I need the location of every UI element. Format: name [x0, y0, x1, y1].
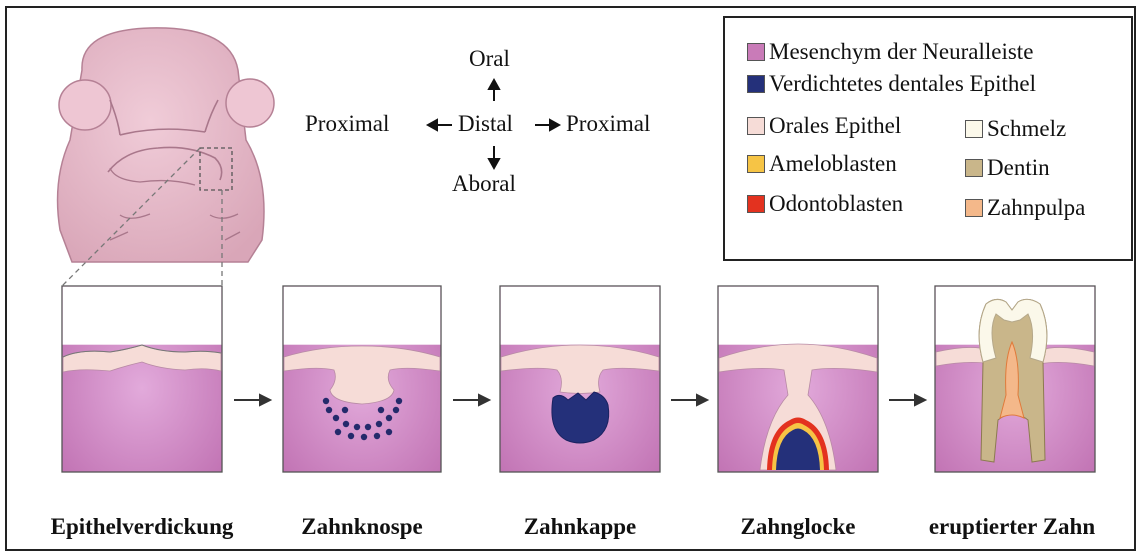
legend-item-oral-epithelium: Orales Epithel — [747, 110, 901, 142]
stage-panel-1 — [62, 286, 222, 472]
stage-panel-4 — [718, 286, 878, 472]
stage-label-5: eruptierter Zahn — [929, 514, 1095, 540]
legend-label-enamel: Schmelz — [987, 116, 1066, 142]
legend-swatch-oral-epithelium — [747, 117, 765, 135]
legend-item-mesenchyme: Mesenchym der Neuralleiste — [747, 36, 1033, 68]
orientation-aboral-label: Aboral — [452, 171, 516, 197]
legend-swatch-mesenchyme — [747, 43, 765, 61]
legend-swatch-enamel — [965, 120, 983, 138]
legend-label-oral-epithelium: Orales Epithel — [769, 113, 901, 139]
legend-label-mesenchyme: Mesenchym der Neuralleiste — [769, 39, 1033, 65]
legend-item-odontoblasts: Odontoblasten — [747, 188, 903, 220]
legend-box: Mesenchym der Neuralleiste Verdichtetes … — [723, 16, 1133, 261]
stage-label-1: Epithelverdickung — [51, 514, 234, 540]
stage-panel-2 — [283, 286, 441, 472]
legend-swatch-dental-pulp — [965, 199, 983, 217]
stage-label-3: Zahnkappe — [524, 514, 637, 540]
orientation-oral-label: Oral — [469, 46, 510, 72]
legend-item-enamel: Schmelz — [965, 113, 1066, 145]
stage-panel-5 — [935, 286, 1095, 472]
legend-swatch-ameloblasts — [747, 155, 765, 173]
legend-swatch-condensed-epithelium — [747, 75, 765, 93]
legend-item-condensed-epithelium: Verdichtetes dentales Epithel — [747, 68, 1036, 100]
orientation-distal-label: Distal — [458, 111, 513, 137]
stage-panel-3 — [500, 286, 660, 472]
legend-swatch-odontoblasts — [747, 195, 765, 213]
legend-label-odontoblasts: Odontoblasten — [769, 191, 903, 217]
legend-item-ameloblasts: Ameloblasten — [747, 148, 897, 180]
stage-label-2: Zahnknospe — [301, 514, 422, 540]
orientation-proximal-left-label: Proximal — [305, 111, 389, 137]
orientation-proximal-right-label: Proximal — [566, 111, 650, 137]
legend-item-dental-pulp: Zahnpulpa — [965, 192, 1085, 224]
legend-swatch-dentin — [965, 159, 983, 177]
legend-label-dental-pulp: Zahnpulpa — [987, 195, 1085, 221]
legend-label-ameloblasts: Ameloblasten — [769, 151, 897, 177]
legend-label-condensed-epithelium: Verdichtetes dentales Epithel — [769, 71, 1036, 97]
embryo-head-illustration — [58, 28, 274, 286]
legend-label-dentin: Dentin — [987, 155, 1050, 181]
stage-label-4: Zahnglocke — [740, 514, 855, 540]
legend-item-dentin: Dentin — [965, 152, 1050, 184]
